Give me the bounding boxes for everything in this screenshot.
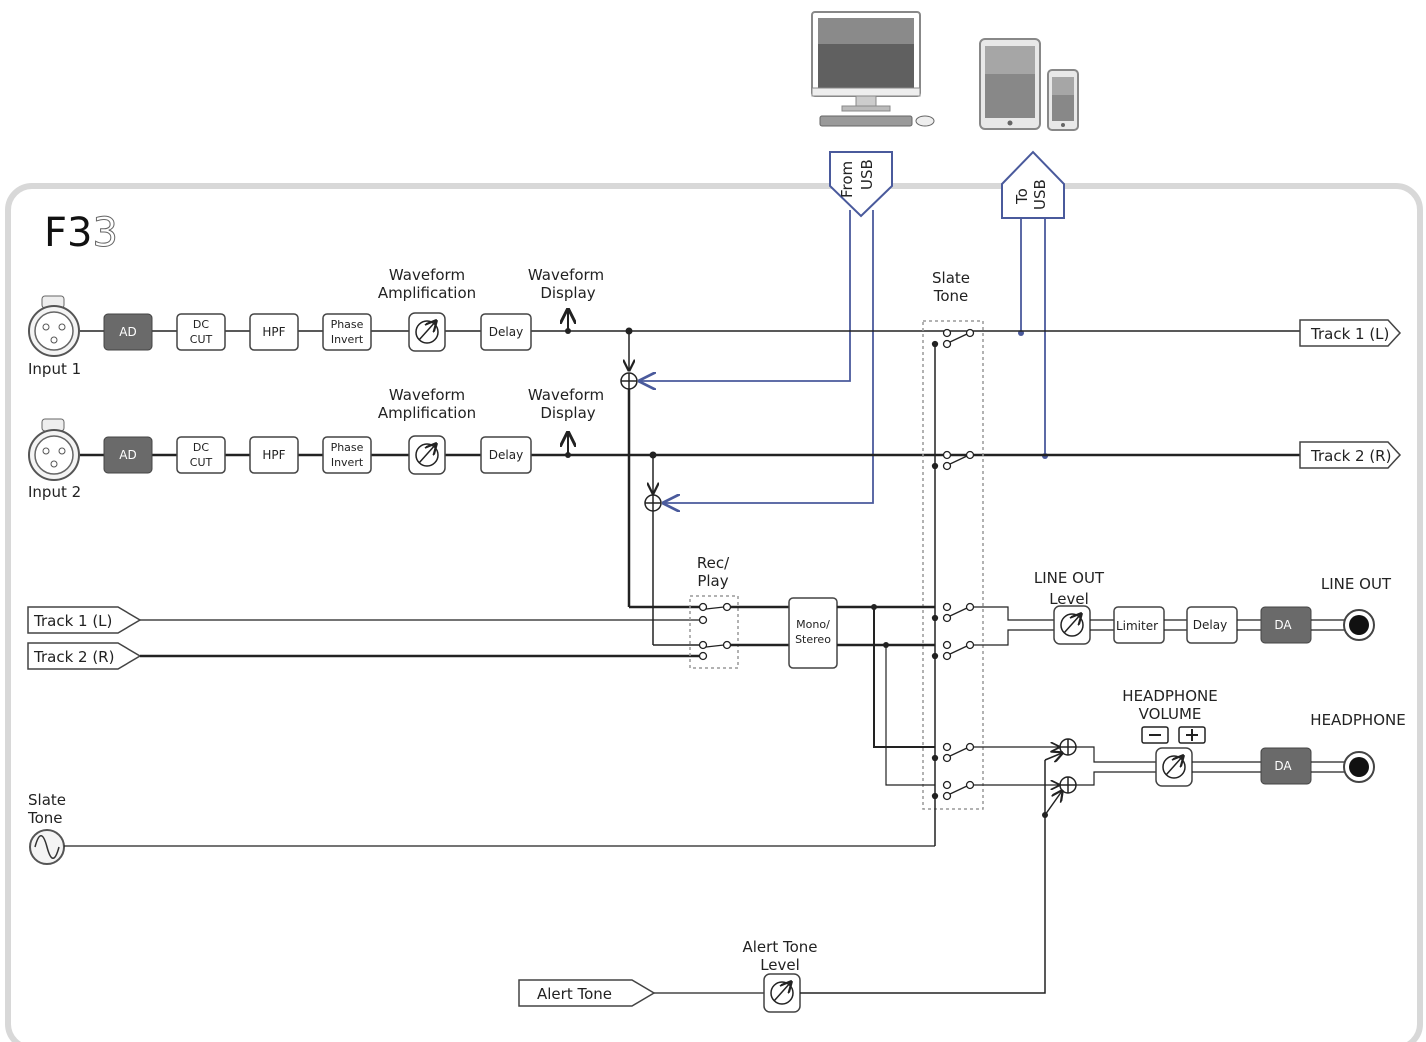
svg-text:AD: AD bbox=[119, 448, 136, 462]
usb-wiring bbox=[640, 210, 1046, 503]
playback-track-1: Track 1 (L) bbox=[27, 606, 700, 634]
headphone-jack-icon bbox=[1343, 751, 1375, 783]
smartphone-icon bbox=[1047, 69, 1079, 131]
to-usb-port: To USB bbox=[1001, 150, 1065, 219]
svg-text:Delay: Delay bbox=[489, 448, 523, 462]
svg-text:CUT: CUT bbox=[190, 333, 213, 346]
svg-text:LINE OUT: LINE OUT bbox=[1321, 575, 1392, 593]
svg-text:Alert Tone: Alert Tone bbox=[743, 938, 818, 956]
svg-text:DC: DC bbox=[193, 318, 209, 331]
svg-text:Phase: Phase bbox=[331, 318, 364, 331]
svg-text:Track 1 (L): Track 1 (L) bbox=[1310, 325, 1389, 343]
svg-text:AD: AD bbox=[119, 325, 136, 339]
svg-text:DA: DA bbox=[1274, 759, 1292, 773]
svg-text:Limiter: Limiter bbox=[1116, 619, 1158, 633]
device-name: F33 bbox=[44, 210, 118, 256]
switch-headphone-r bbox=[931, 780, 975, 801]
slate-tone-switch-bank: Slate Tone bbox=[922, 269, 984, 846]
svg-text:Waveform: Waveform bbox=[528, 386, 604, 404]
svg-text:From: From bbox=[838, 161, 856, 198]
svg-text:Display: Display bbox=[540, 404, 595, 422]
svg-text:Slate: Slate bbox=[28, 791, 66, 809]
svg-text:DC: DC bbox=[193, 441, 209, 454]
svg-text:HEADPHONE: HEADPHONE bbox=[1122, 687, 1217, 705]
rec-play-switch: Rec/ Play bbox=[689, 554, 790, 669]
svg-text:Delay: Delay bbox=[1193, 618, 1227, 632]
usb-mix-nodes bbox=[620, 327, 700, 646]
svg-text:DA: DA bbox=[1274, 618, 1292, 632]
svg-text:Invert: Invert bbox=[331, 456, 364, 469]
svg-text:Track 2 (R): Track 2 (R) bbox=[33, 648, 114, 666]
xlr-input-1-icon bbox=[28, 295, 80, 357]
svg-text:Alert Tone: Alert Tone bbox=[537, 985, 612, 1003]
input-chain-2: Input 2 AD DC CUT HPF Phase Invert Wavef… bbox=[28, 386, 1300, 501]
svg-text:HPF: HPF bbox=[262, 448, 285, 462]
svg-text:Slate: Slate bbox=[932, 269, 970, 287]
svg-text:To: To bbox=[1013, 188, 1031, 205]
svg-text:Display: Display bbox=[540, 284, 595, 302]
slate-tone-source: Slate Tone bbox=[27, 791, 935, 865]
svg-text:Tone: Tone bbox=[27, 809, 63, 827]
switch-track1 bbox=[931, 328, 975, 349]
svg-text:HEADPHONE: HEADPHONE bbox=[1310, 711, 1405, 729]
input-chain-1: Input 1 AD DC CUT HPF Phase Invert Wavef… bbox=[28, 266, 1300, 378]
svg-text:Level: Level bbox=[1049, 590, 1089, 608]
line-out-jack-icon bbox=[1343, 609, 1375, 641]
volume-plus-icon bbox=[1178, 726, 1206, 744]
mono-stereo-block: Mono/ Stereo bbox=[788, 597, 935, 786]
svg-text:Mono/: Mono/ bbox=[796, 618, 830, 631]
svg-text:Track 1 (L): Track 1 (L) bbox=[33, 612, 112, 630]
svg-text:Delay: Delay bbox=[489, 325, 523, 339]
svg-text:USB: USB bbox=[1031, 179, 1049, 210]
playback-track-2: Track 2 (R) bbox=[27, 642, 700, 670]
svg-text:Waveform: Waveform bbox=[528, 266, 604, 284]
svg-text:VOLUME: VOLUME bbox=[1139, 705, 1202, 723]
switch-lineout-r bbox=[931, 640, 975, 661]
input-2-label: Input 2 bbox=[28, 483, 81, 501]
svg-text:HPF: HPF bbox=[262, 325, 285, 339]
input-1-label: Input 1 bbox=[28, 360, 81, 378]
sine-oscillator-icon bbox=[29, 829, 65, 865]
svg-text:CUT: CUT bbox=[190, 456, 213, 469]
svg-text:Phase: Phase bbox=[331, 441, 364, 454]
svg-text:Waveform: Waveform bbox=[389, 386, 465, 404]
svg-text:Amplification: Amplification bbox=[378, 284, 476, 302]
svg-text:Track 2 (R): Track 2 (R) bbox=[1310, 447, 1391, 465]
computer-icon bbox=[811, 11, 935, 127]
track-2-output: Track 2 (R) bbox=[1299, 441, 1402, 469]
tablet-icon bbox=[979, 38, 1041, 130]
svg-text:Waveform: Waveform bbox=[389, 266, 465, 284]
switch-lineout-l bbox=[931, 602, 975, 623]
alert-tone-chain: Alert Tone Alert Tone Level bbox=[518, 753, 1062, 1013]
device-frame bbox=[5, 183, 1423, 1042]
svg-text:Invert: Invert bbox=[331, 333, 364, 346]
svg-text:Play: Play bbox=[697, 572, 728, 590]
volume-minus-icon bbox=[1141, 726, 1169, 744]
svg-text:Level: Level bbox=[760, 956, 800, 974]
xlr-input-2-icon bbox=[28, 418, 80, 481]
svg-text:Rec/: Rec/ bbox=[697, 554, 730, 572]
svg-text:Tone: Tone bbox=[933, 287, 969, 305]
track-1-output: Track 1 (L) bbox=[1299, 319, 1402, 347]
from-usb-port: From USB bbox=[829, 151, 893, 218]
switch-headphone-l bbox=[931, 742, 975, 763]
svg-text:USB: USB bbox=[858, 159, 876, 190]
headphone-chain: HEADPHONE VOLUME DA HEADPHONE bbox=[973, 687, 1406, 794]
line-out-chain: LINE OUT Level Limiter Delay DA LINE OUT bbox=[973, 569, 1392, 646]
svg-text:Stereo: Stereo bbox=[795, 633, 831, 646]
switch-track2 bbox=[931, 450, 975, 471]
svg-text:LINE OUT: LINE OUT bbox=[1034, 569, 1105, 587]
svg-text:Amplification: Amplification bbox=[378, 404, 476, 422]
